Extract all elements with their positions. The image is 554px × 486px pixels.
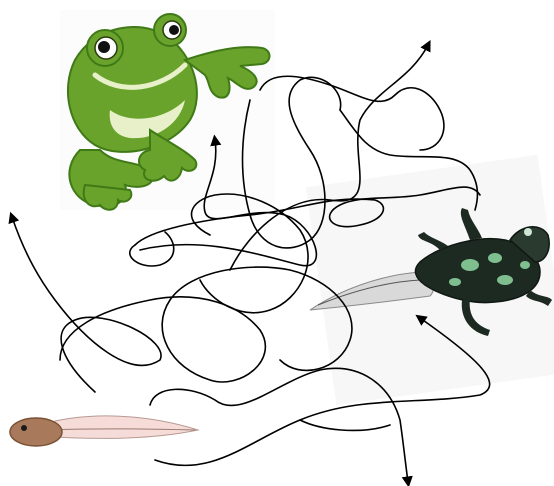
maze-path-left-arrow xyxy=(12,217,161,392)
tadpole-image xyxy=(10,416,198,446)
